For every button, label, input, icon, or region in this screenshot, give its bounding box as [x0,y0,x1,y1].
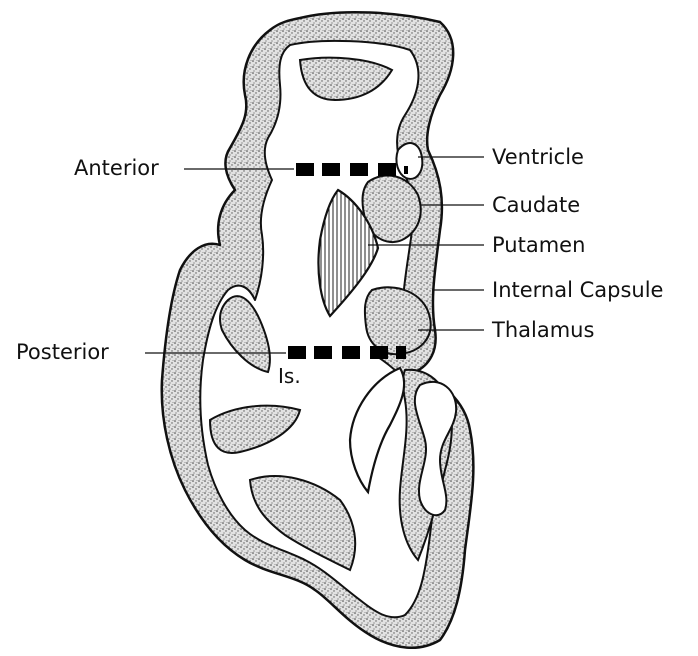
anterior-section-line [296,163,408,176]
putamen-label: Putamen [492,235,585,256]
insula-label: Is. [278,366,301,386]
ventricle-label: Ventricle [492,147,584,168]
thalamus-label: Thalamus [492,320,594,341]
internal-capsule-label: Internal Capsule [492,280,663,301]
anterior-label: Anterior [74,158,159,179]
ventricle [396,143,422,179]
posterior-label: Posterior [16,342,109,363]
caudate-label: Caudate [492,195,580,216]
